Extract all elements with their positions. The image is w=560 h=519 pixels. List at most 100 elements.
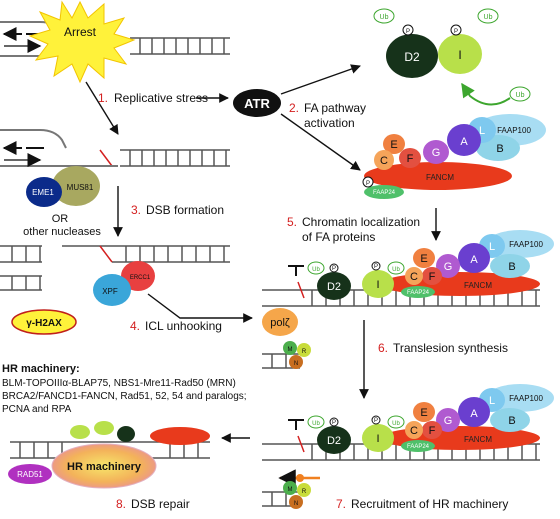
fanci-protein <box>438 34 482 74</box>
svg-text:Ub: Ub <box>312 267 320 273</box>
step-8-number: 8. <box>116 497 126 511</box>
nbs1-protein <box>289 355 303 369</box>
hr-complex-red <box>150 427 210 445</box>
step-4-number: 4. <box>130 319 140 333</box>
ubiquitin-transfer-arrow <box>461 82 511 106</box>
xpf-protein <box>93 274 131 306</box>
rad51-protein <box>8 464 52 484</box>
hr-box-line-2: BRCA2/FANCD1-FANCN, Rad51, 52, 54 and pa… <box>2 391 247 402</box>
rad50-protein-bottom <box>297 483 311 497</box>
svg-text:γ-H2AX: γ-H2AX <box>26 318 62 329</box>
svg-text:N: N <box>294 361 298 367</box>
svg-text:G: G <box>444 261 453 273</box>
mrn-complex-bottom: M R N <box>262 481 311 509</box>
fancg-protein-bottom <box>436 408 460 432</box>
faap24-protein-mid <box>401 286 435 298</box>
ubiquitin-d2-icon <box>373 8 395 24</box>
hr-complex-green-a <box>70 425 90 439</box>
step-5-label-b: of FA proteins <box>302 230 375 244</box>
fancc-protein-bottom <box>405 421 423 439</box>
atr-kinase <box>233 89 281 117</box>
fance-protein <box>383 134 405 154</box>
step-7-label: Recruitment of HR machinery <box>351 497 508 511</box>
svg-text:M: M <box>288 347 293 353</box>
fanca-protein <box>447 124 481 156</box>
svg-text:E: E <box>420 407 427 419</box>
step-3-number: 3. <box>131 203 141 217</box>
hr-machinery-label: HR machinery <box>67 461 142 473</box>
svg-text:L: L <box>479 125 485 137</box>
phospho-i-icon <box>450 24 462 36</box>
svg-text:FAAP24: FAAP24 <box>407 444 430 450</box>
svg-text:Ub: Ub <box>392 267 400 273</box>
svg-text:FAAP100: FAAP100 <box>497 126 531 135</box>
hr-box-line-1: BLM-TOPOIIIα-BLAP75, NBS1-Mre11-Rad50 (M… <box>2 378 236 389</box>
svg-text:P: P <box>374 264 378 270</box>
svg-text:I: I <box>458 48 461 62</box>
svg-text:FAAP100: FAAP100 <box>509 240 543 249</box>
svg-text:A: A <box>470 408 478 420</box>
step-2-label-a: FA pathway <box>304 101 366 115</box>
fanci-protein-bottom <box>362 424 394 452</box>
fa-complex-mid: FANCM FAAP100 B L A G E F C FAAP24 D2 I … <box>307 230 554 300</box>
svg-text:I: I <box>376 279 379 291</box>
fanci-protein-mid <box>362 270 394 298</box>
nbs1-protein-bottom <box>289 495 303 509</box>
svg-text:EME1: EME1 <box>32 188 54 197</box>
svg-text:I: I <box>376 433 379 445</box>
dsb-end-h2ax <box>0 275 42 291</box>
phospho-d2-icon <box>402 24 414 36</box>
fancb-protein-mid <box>490 254 530 278</box>
mrn-complex-mid: M R N <box>262 341 311 369</box>
other-nucleases-label: other nucleases <box>23 226 101 238</box>
svg-text:A: A <box>460 136 468 148</box>
fancg-protein <box>423 140 449 164</box>
d2-i-complex-top: D2 I P P Ub Ub <box>373 8 499 78</box>
fance-protein-mid <box>413 248 435 268</box>
hr-box-line-3: PCNA and RPA <box>2 404 72 415</box>
svg-text:C: C <box>410 271 418 283</box>
fancd2-protein <box>386 34 438 78</box>
svg-text:F: F <box>429 271 436 283</box>
svg-text:MUS81: MUS81 <box>67 183 94 192</box>
rad50-protein <box>297 343 311 357</box>
svg-text:Ub: Ub <box>392 421 400 427</box>
svg-text:F: F <box>407 153 414 165</box>
mre11-protein <box>283 341 297 355</box>
svg-text:G: G <box>432 147 441 159</box>
arrow-arrest-to-fork <box>85 81 119 135</box>
atr-label: ATR <box>244 96 270 111</box>
svg-text:P: P <box>454 29 458 35</box>
faap24-protein <box>364 185 404 199</box>
svg-text:FANCM: FANCM <box>464 281 492 290</box>
hr-complex-dark <box>117 426 135 442</box>
svg-text:L: L <box>489 241 495 253</box>
svg-text:E: E <box>420 253 427 265</box>
svg-text:D2: D2 <box>327 281 341 293</box>
svg-text:G: G <box>444 415 453 427</box>
step-6-number: 6. <box>378 341 388 355</box>
ubiquitin-i-bottom-icon <box>387 415 405 429</box>
step-2-label-b: activation <box>304 116 355 130</box>
step-5-number: 5. <box>287 215 297 229</box>
svg-text:Ub: Ub <box>380 14 389 21</box>
arrest-fork: Arrest <box>0 0 230 84</box>
mus81-protein <box>52 166 100 206</box>
fancc-protein <box>374 150 394 170</box>
svg-text:P: P <box>332 420 336 426</box>
svg-text:R: R <box>302 349 307 355</box>
step-2-number: 2. <box>289 101 299 115</box>
polz-protein <box>262 308 298 336</box>
svg-text:N: N <box>294 501 298 507</box>
step-5-label-a: Chromatin localization <box>302 215 420 229</box>
fancf-protein-mid <box>422 267 442 285</box>
hr-box-title: HR machinery: <box>2 363 80 375</box>
fancf-protein-bottom <box>422 421 442 439</box>
phospho-d2-mid-icon <box>329 263 339 273</box>
svg-text:C: C <box>380 155 388 167</box>
fancc-protein-mid <box>405 267 423 285</box>
fanca-protein-bottom <box>458 397 490 427</box>
svg-text:D2: D2 <box>327 435 341 447</box>
